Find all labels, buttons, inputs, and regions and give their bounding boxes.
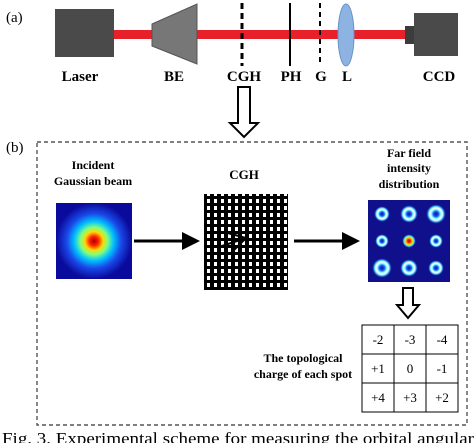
ccd-connector xyxy=(405,26,415,44)
incident-label-2: Gaussian beam xyxy=(54,174,132,188)
charge-table-border xyxy=(361,324,459,413)
spot-charge-p4 xyxy=(372,258,392,278)
arrow-1-head-icon xyxy=(182,232,200,250)
table-cell: -4 xyxy=(437,332,448,347)
table-cell: 0 xyxy=(407,361,414,376)
far-field-spots xyxy=(372,204,446,278)
spot-charge-0 xyxy=(402,234,416,248)
spot-charge-p2 xyxy=(428,260,444,276)
spot-charge-m1 xyxy=(429,234,443,248)
table-cell: -2 xyxy=(373,332,384,347)
spot-charge-m3 xyxy=(400,205,418,223)
beam-expander xyxy=(151,3,198,65)
label-ccd: CCD xyxy=(423,69,456,85)
laser-device xyxy=(55,9,114,57)
far-field-label-3: distribution xyxy=(379,177,440,191)
far-field-label-2: intensity xyxy=(387,161,431,175)
spot-charge-p3 xyxy=(400,259,418,277)
panel-a-tag: (a) xyxy=(6,10,23,26)
topo-label-2: charge of each spot xyxy=(254,367,352,381)
charge-table: -2 -3 -4 +1 0 -1 +4 +3 +2 xyxy=(361,324,459,413)
label-be: BE xyxy=(164,69,184,85)
cgh-label: CGH xyxy=(229,167,259,182)
spot-charge-m2 xyxy=(374,206,390,222)
table-cell: +3 xyxy=(403,390,417,405)
incident-label-1: Incident xyxy=(72,158,115,172)
table-cell: +2 xyxy=(435,390,449,405)
lens xyxy=(337,3,355,67)
table-cell: -3 xyxy=(405,332,416,347)
label-laser: Laser xyxy=(62,69,99,85)
label-g: G xyxy=(315,69,327,85)
table-arrow-icon xyxy=(394,287,422,320)
table-cell: -1 xyxy=(437,361,448,376)
cgh-fork-defect xyxy=(221,231,247,255)
label-l: L xyxy=(342,69,352,85)
arrow-2-head-icon xyxy=(342,232,360,250)
topo-label-1: The topological xyxy=(263,351,343,365)
table-cell: +4 xyxy=(371,390,385,405)
spot-charge-m4 xyxy=(426,204,446,224)
far-field-label-1: Far field xyxy=(387,146,431,160)
spot-charge-p1 xyxy=(375,234,389,248)
panel-b-tag: (b) xyxy=(6,140,24,156)
label-ph: PH xyxy=(281,69,302,85)
table-cell: +1 xyxy=(371,361,385,376)
label-cgh: CGH xyxy=(227,69,262,85)
figure-caption: Fig. 3. Experimental scheme for measurin… xyxy=(2,429,474,443)
cgh-hologram-image xyxy=(204,194,288,290)
panel-b-frame xyxy=(36,141,468,426)
gaussian-spot xyxy=(56,203,132,279)
ccd-camera xyxy=(414,13,458,56)
laser-beam xyxy=(112,30,412,39)
down-arrow-icon xyxy=(227,86,261,139)
